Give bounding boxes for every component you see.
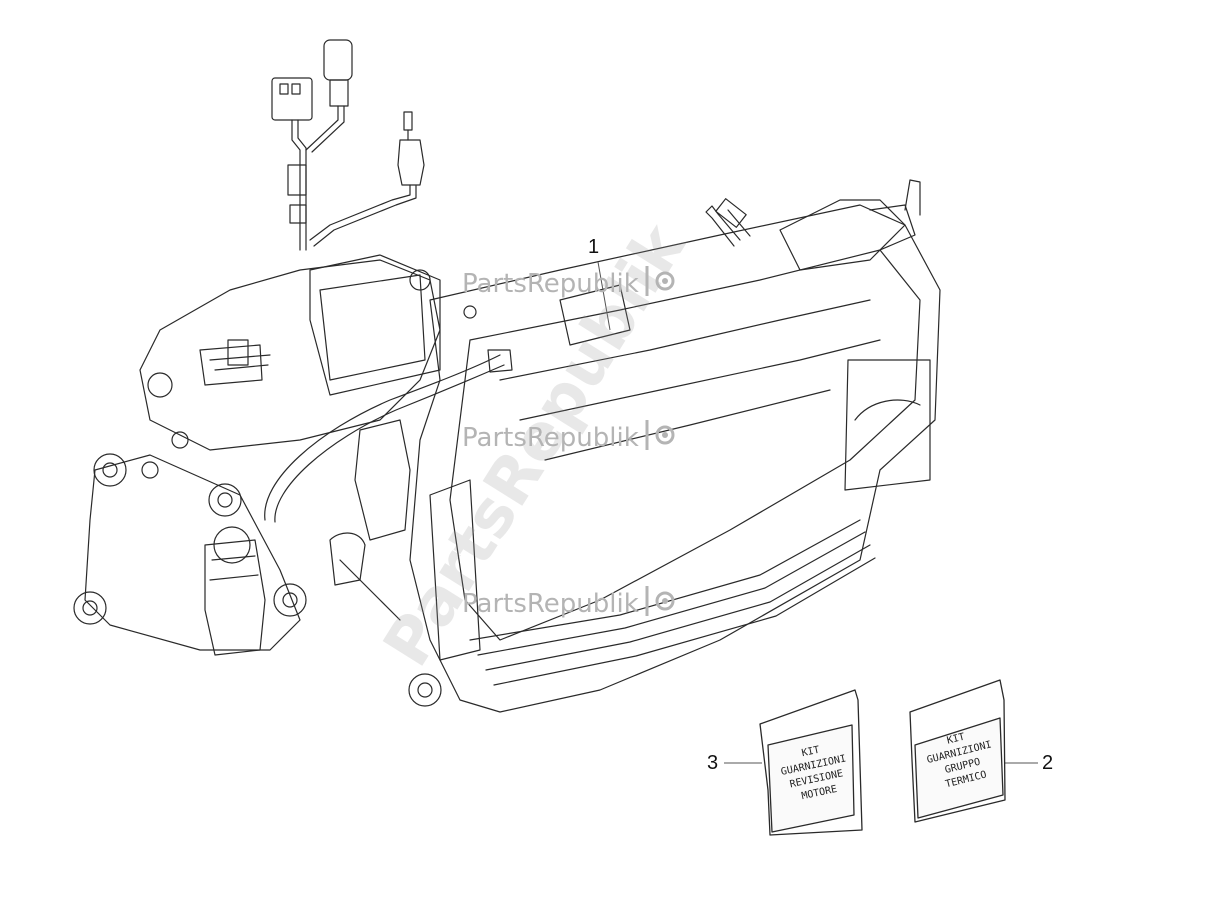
gear-icon: [645, 266, 679, 303]
callout-3[interactable]: 3: [707, 752, 719, 774]
gear-icon: [645, 420, 679, 457]
callout-2[interactable]: 2: [1042, 752, 1054, 774]
oil-filter-assembly: [329, 419, 411, 621]
gear-icon: [645, 586, 679, 623]
coolant-hose: [264, 349, 513, 523]
cylinder-cover: [73, 453, 307, 656]
transmission-case: [408, 204, 941, 713]
leader-lines: [597, 261, 1038, 764]
watermark-middle: PartsRepublik: [462, 420, 679, 457]
rear-axle: [705, 179, 921, 271]
kit-bag-gruppo-termico: [909, 679, 1006, 823]
watermark-text: PartsRepublik: [462, 423, 639, 453]
callout-1[interactable]: 1: [588, 236, 600, 258]
watermark-bottom: PartsRepublik: [462, 586, 679, 623]
kit-bag-revisione-motore: [759, 689, 863, 836]
watermark-top: PartsRepublik: [462, 266, 679, 303]
watermark-text: PartsRepublik: [462, 589, 639, 619]
watermark-text: PartsRepublik: [462, 269, 639, 299]
wiring-harness: [271, 39, 425, 251]
cylinder-head: [139, 254, 441, 479]
